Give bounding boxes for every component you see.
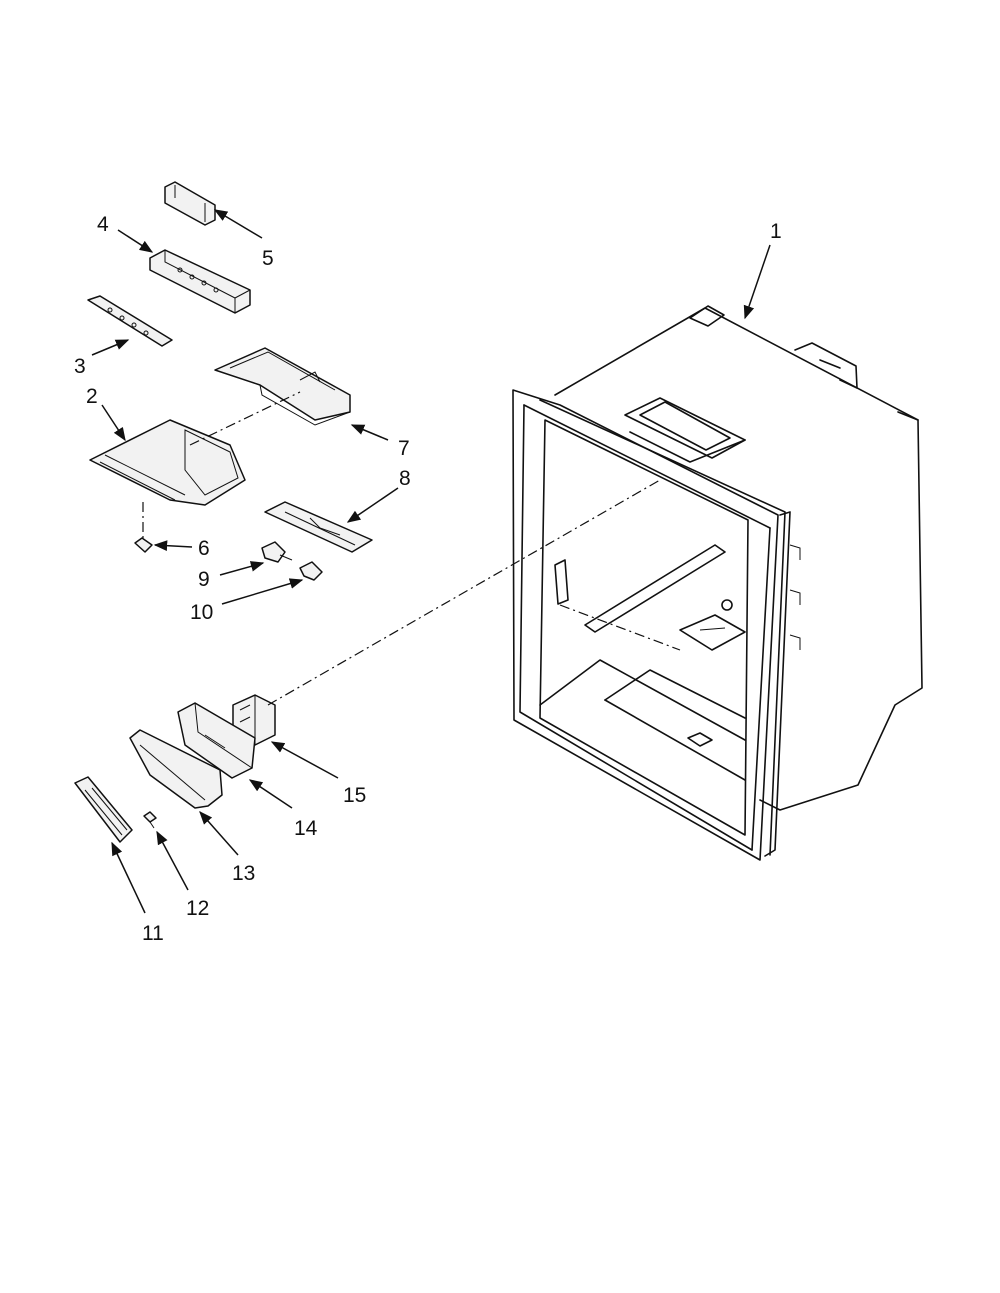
part-14-lower-housing [177, 702, 256, 779]
callout-2: 2 [86, 385, 98, 408]
part-2-control-mount [89, 419, 246, 506]
leader-3 [91, 339, 130, 356]
assembly-lines [142, 391, 681, 706]
callout-6: 6 [198, 537, 210, 560]
part-6-clip [134, 537, 153, 553]
callout-3: 3 [74, 355, 86, 378]
callout-8: 8 [399, 467, 411, 490]
leader-15 [270, 741, 339, 779]
leader-9 [219, 561, 265, 576]
callout-5: 5 [262, 247, 274, 270]
leader-10 [221, 578, 304, 605]
leader-1 [743, 244, 771, 320]
callout-13: 13 [232, 862, 255, 885]
part-7-light-cover [214, 347, 351, 426]
leader-7 [350, 424, 389, 441]
part-3-label-strip [87, 295, 173, 347]
leader-6 [153, 540, 193, 552]
part-1-cabinet-liner [512, 305, 923, 861]
leader-8 [346, 487, 399, 523]
leader-11 [111, 841, 146, 914]
part-4-control-housing [149, 249, 251, 314]
callout-12: 12 [186, 897, 209, 920]
part-8-lamp-socket-housing [264, 501, 373, 553]
callout-1: 1 [770, 220, 782, 243]
leader-5 [213, 209, 263, 239]
callout-4: 4 [97, 213, 109, 236]
callout-9: 9 [198, 568, 210, 591]
callout-10: 10 [190, 601, 213, 624]
part-5-bracket [164, 181, 216, 226]
leader-arrows [91, 209, 771, 914]
leader-2 [101, 404, 126, 442]
leader-12 [156, 830, 189, 891]
leader-4 [117, 229, 154, 253]
part-9-bulb [261, 541, 293, 563]
part-12-screw [143, 811, 157, 829]
callout-11: 11 [142, 922, 164, 945]
part-11-grille [74, 776, 133, 843]
callout-7: 7 [398, 437, 410, 460]
callout-15: 15 [343, 784, 366, 807]
part-13-cover-panel [129, 729, 223, 809]
part-10-socket [299, 561, 323, 581]
callout-labels: 1 2 3 4 5 6 7 8 9 10 11 12 13 14 15 [74, 213, 782, 945]
callout-14: 14 [294, 817, 318, 840]
leader-14 [248, 779, 293, 809]
leader-13 [199, 810, 239, 856]
